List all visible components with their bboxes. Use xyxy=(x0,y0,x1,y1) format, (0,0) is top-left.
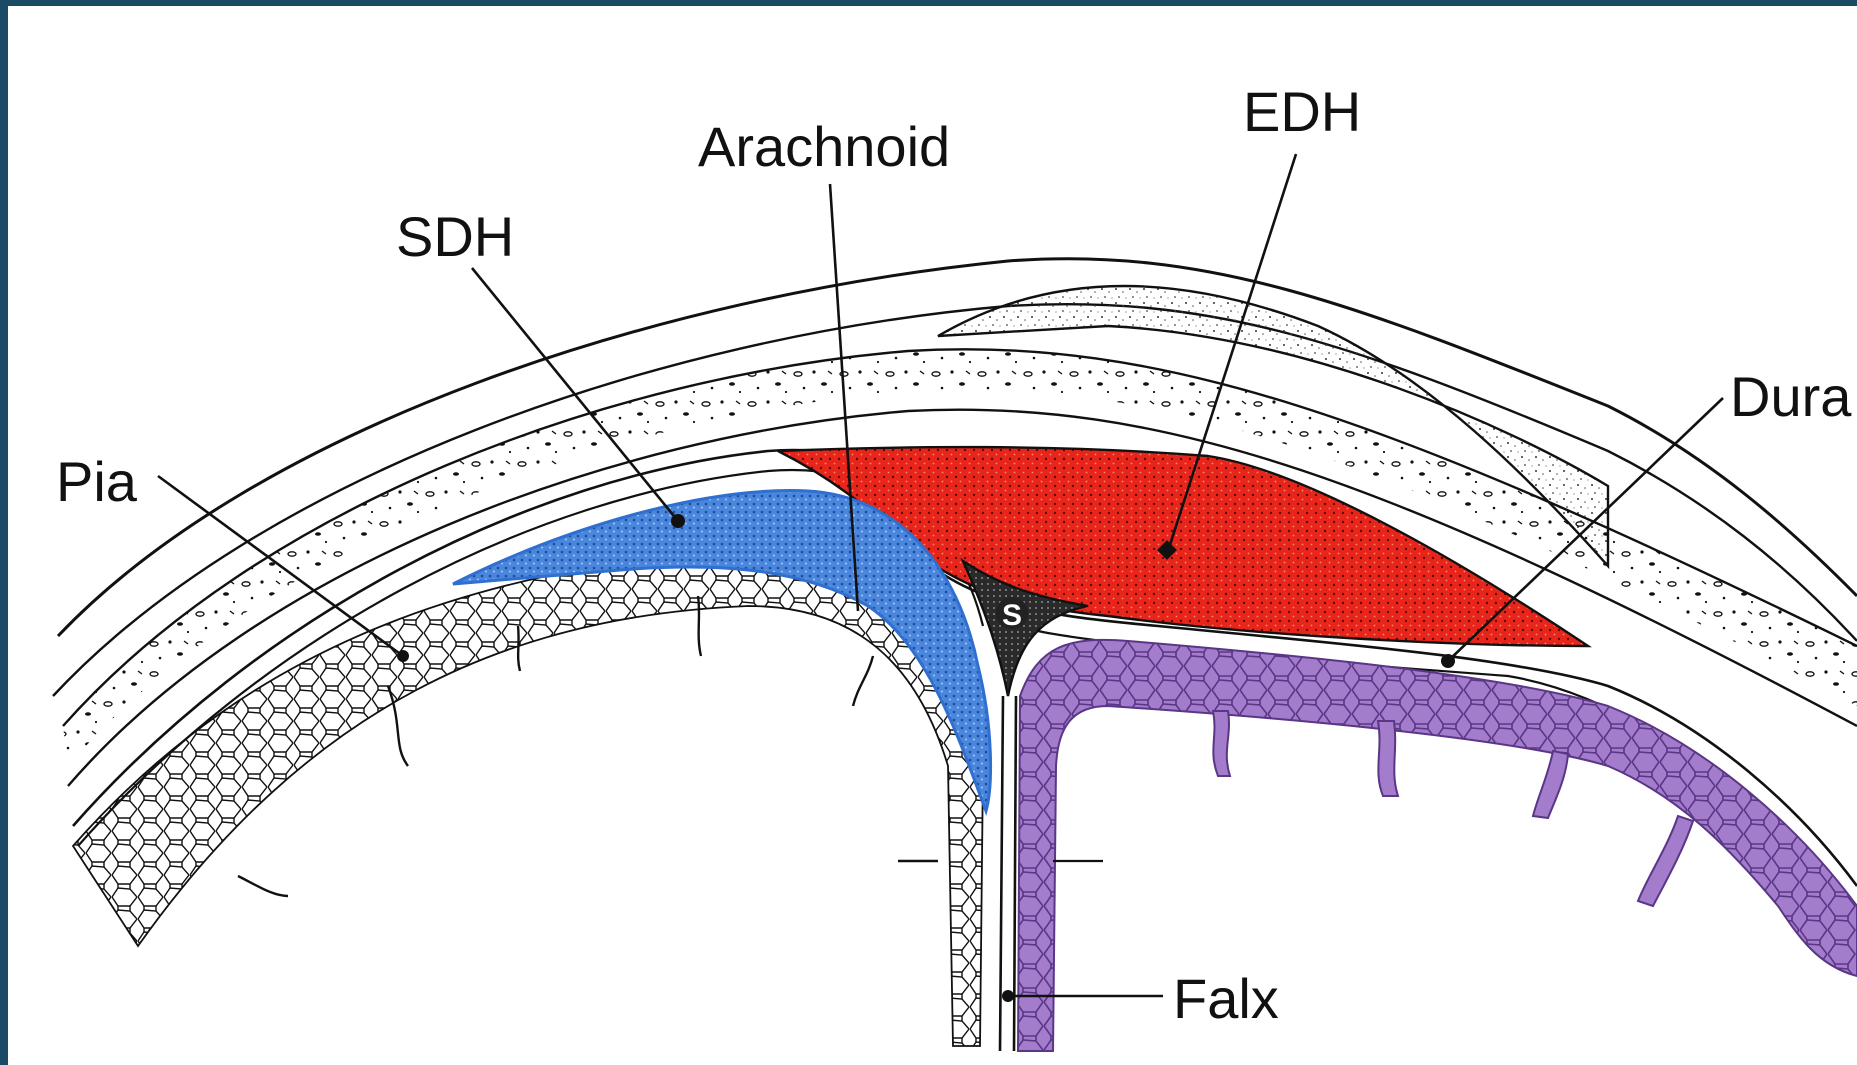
diagram-panel: S EDH Arachnoi xyxy=(8,6,1857,1065)
label-pia: Pia xyxy=(56,450,138,513)
right-gyrus-2 xyxy=(1378,721,1398,796)
label-falx: Falx xyxy=(1173,967,1279,1030)
leader-dura-dot xyxy=(1441,654,1455,668)
right-gyrus-1 xyxy=(1213,711,1230,776)
leader-pia-dot xyxy=(397,650,409,662)
label-dura: Dura xyxy=(1730,365,1852,428)
meninges-diagram: S EDH Arachnoi xyxy=(8,6,1857,1065)
label-arachnoid: Arachnoid xyxy=(698,115,950,178)
label-edh: EDH xyxy=(1243,80,1361,143)
falx-cerebri-right-edge xyxy=(1014,696,1016,1051)
label-sdh: SDH xyxy=(396,205,514,268)
leader-falx-dot xyxy=(1002,990,1014,1002)
sinus-letter: S xyxy=(1002,599,1022,632)
leader-sdh xyxy=(472,268,678,521)
leader-sdh-dot xyxy=(671,514,685,528)
